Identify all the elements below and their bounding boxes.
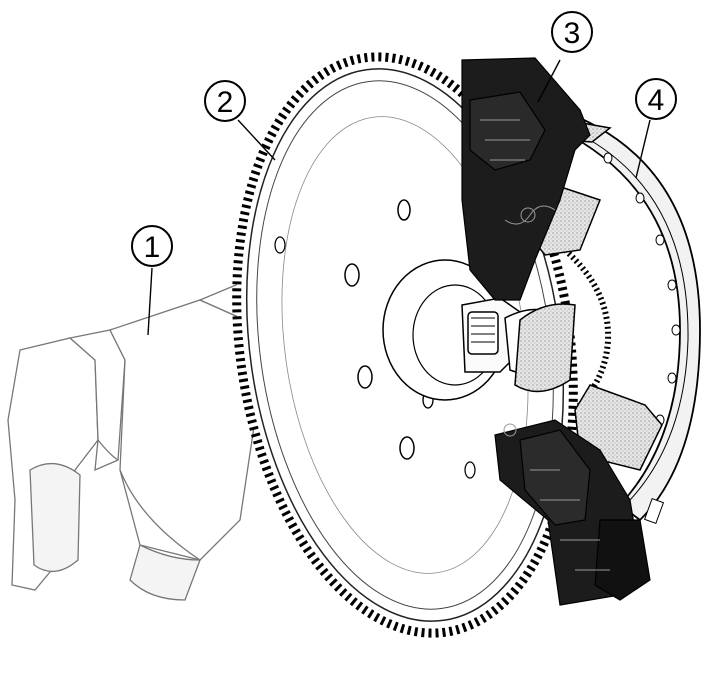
- callout-3: 3: [551, 11, 593, 53]
- callout-2: 2: [204, 80, 246, 122]
- svg-text:1: 1: [144, 231, 161, 264]
- svg-text:2: 2: [217, 86, 234, 119]
- cutaway-highlights: [480, 119, 610, 571]
- leader-lines: [147, 59, 651, 336]
- clutch-pressure-plate-section: [461, 57, 651, 606]
- callout-1: 1: [131, 225, 173, 267]
- svg-text:4: 4: [648, 84, 665, 117]
- callout-4: 4: [635, 78, 677, 120]
- svg-text:3: 3: [564, 17, 581, 50]
